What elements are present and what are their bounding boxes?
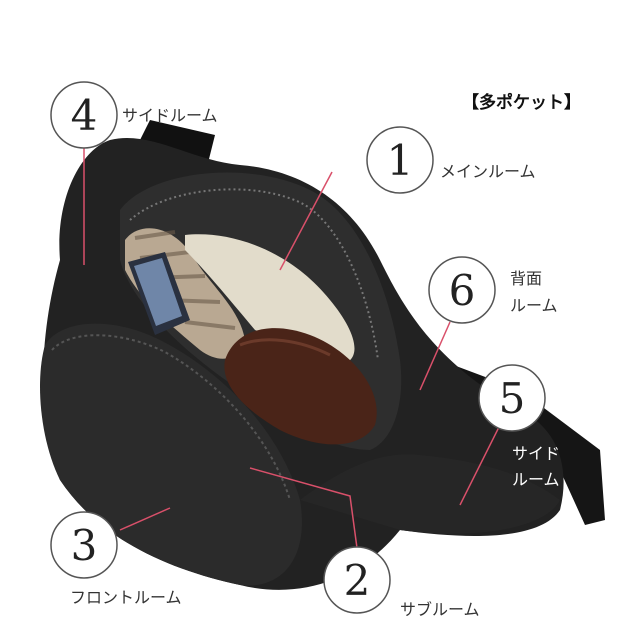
page-title: 【多ポケット】 bbox=[462, 93, 581, 113]
callout-1: 1 bbox=[366, 126, 434, 194]
book bbox=[185, 234, 355, 365]
label-side-room-5-line2: ルーム bbox=[512, 470, 560, 489]
callout-number: 3 bbox=[71, 521, 98, 570]
sub-pocket bbox=[300, 454, 560, 534]
callout-number: 6 bbox=[449, 266, 476, 315]
callout-5: 5 bbox=[478, 364, 546, 432]
wallet bbox=[224, 328, 377, 445]
label-side-room-5-line1: サイド bbox=[512, 444, 561, 463]
label-front-room: フロントルーム bbox=[70, 588, 182, 607]
callout-4: 4 bbox=[50, 81, 118, 149]
callout-3: 3 bbox=[50, 511, 118, 579]
label-back-room-line1: 背面 bbox=[510, 269, 543, 288]
callout-6: 6 bbox=[428, 256, 496, 324]
callout-2: 2 bbox=[323, 546, 391, 614]
callout-number: 5 bbox=[499, 374, 526, 423]
label-sub-room: サブルーム bbox=[400, 600, 480, 619]
callout-number: 2 bbox=[344, 556, 371, 605]
callout-number: 4 bbox=[71, 91, 98, 140]
label-back-room-line2: ルーム bbox=[510, 296, 558, 315]
callout-number: 1 bbox=[387, 136, 414, 185]
label-main-room: メインルーム bbox=[440, 162, 536, 181]
label-side-room-4: サイドルーム bbox=[122, 106, 218, 125]
